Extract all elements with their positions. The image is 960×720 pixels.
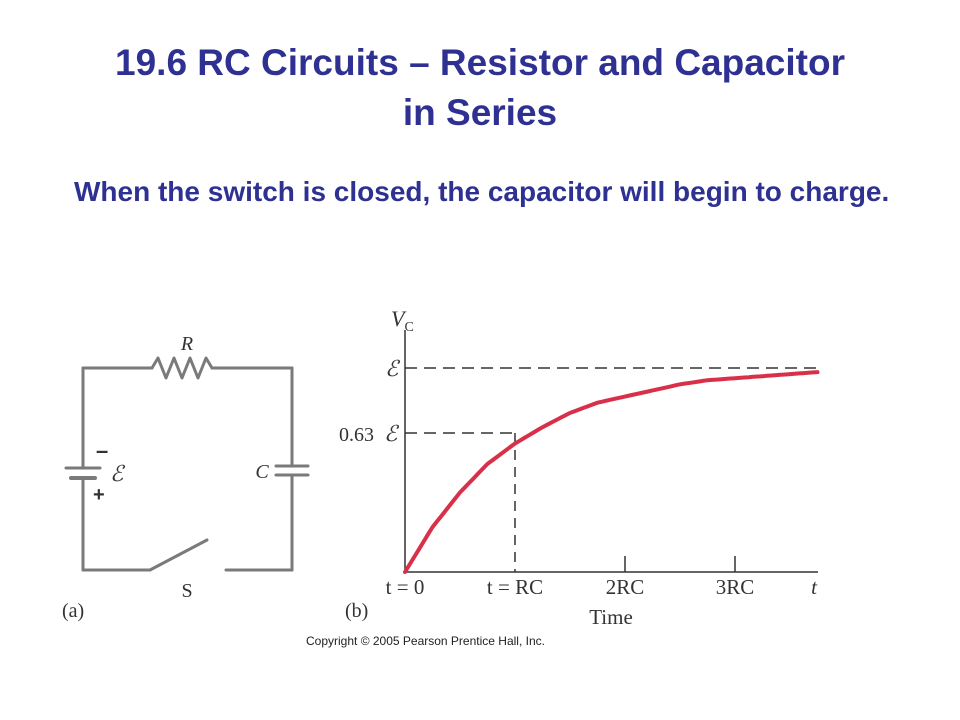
x-axis-label: Time [589, 605, 633, 629]
slide-title: 19.6 RC Circuits – Resistor and Capacito… [40, 38, 920, 138]
x-tick-label-3rc: 3RC [716, 575, 755, 599]
vc-charging-curve [403, 370, 820, 574]
switch-lever [148, 538, 209, 572]
panel-a-label: (a) [62, 600, 84, 622]
copyright-notice: Copyright © 2005 Pearson Prentice Hall, … [306, 634, 545, 648]
y-axis-label: VC [391, 306, 414, 335]
capacitor-label: C [255, 461, 269, 483]
y-tick-emf: ℰ [385, 356, 401, 381]
x-tick-label-0: t = 0 [386, 575, 425, 599]
y-tick-063-emf: ℰ [384, 421, 400, 446]
panel-b-label: (b) [345, 600, 368, 622]
switch-label: S [181, 580, 192, 602]
y-axis-label-sub: C [404, 320, 413, 335]
circuit-labels: R C ℰ – + S (a) [62, 333, 269, 622]
battery-emf-label: ℰ [110, 461, 126, 486]
y-axis-label-v: V [391, 306, 407, 331]
x-tick-label-2rc: 2RC [606, 575, 645, 599]
x-tick-label-rc: t = RC [487, 575, 543, 599]
slide-title-line1: 19.6 RC Circuits – Resistor and Capacito… [115, 42, 845, 83]
resistor-label: R [180, 333, 193, 355]
battery-minus-label: – [96, 438, 108, 463]
graph [403, 330, 820, 574]
y-tick-063-value: 0.63 [339, 424, 374, 446]
slide-title-line2: in Series [402, 92, 558, 133]
circuit-diagram [64, 356, 310, 572]
slide-body-text: When the switch is closed, the capacitor… [74, 176, 890, 207]
x-tick-label-t: t [811, 575, 818, 599]
resistor-zigzag [150, 356, 214, 380]
graph-labels: VC ℰ 0.63 ℰ t = 0 t = RC 2RC 3RC t Time … [339, 306, 818, 629]
battery-plus-label: + [93, 484, 105, 506]
